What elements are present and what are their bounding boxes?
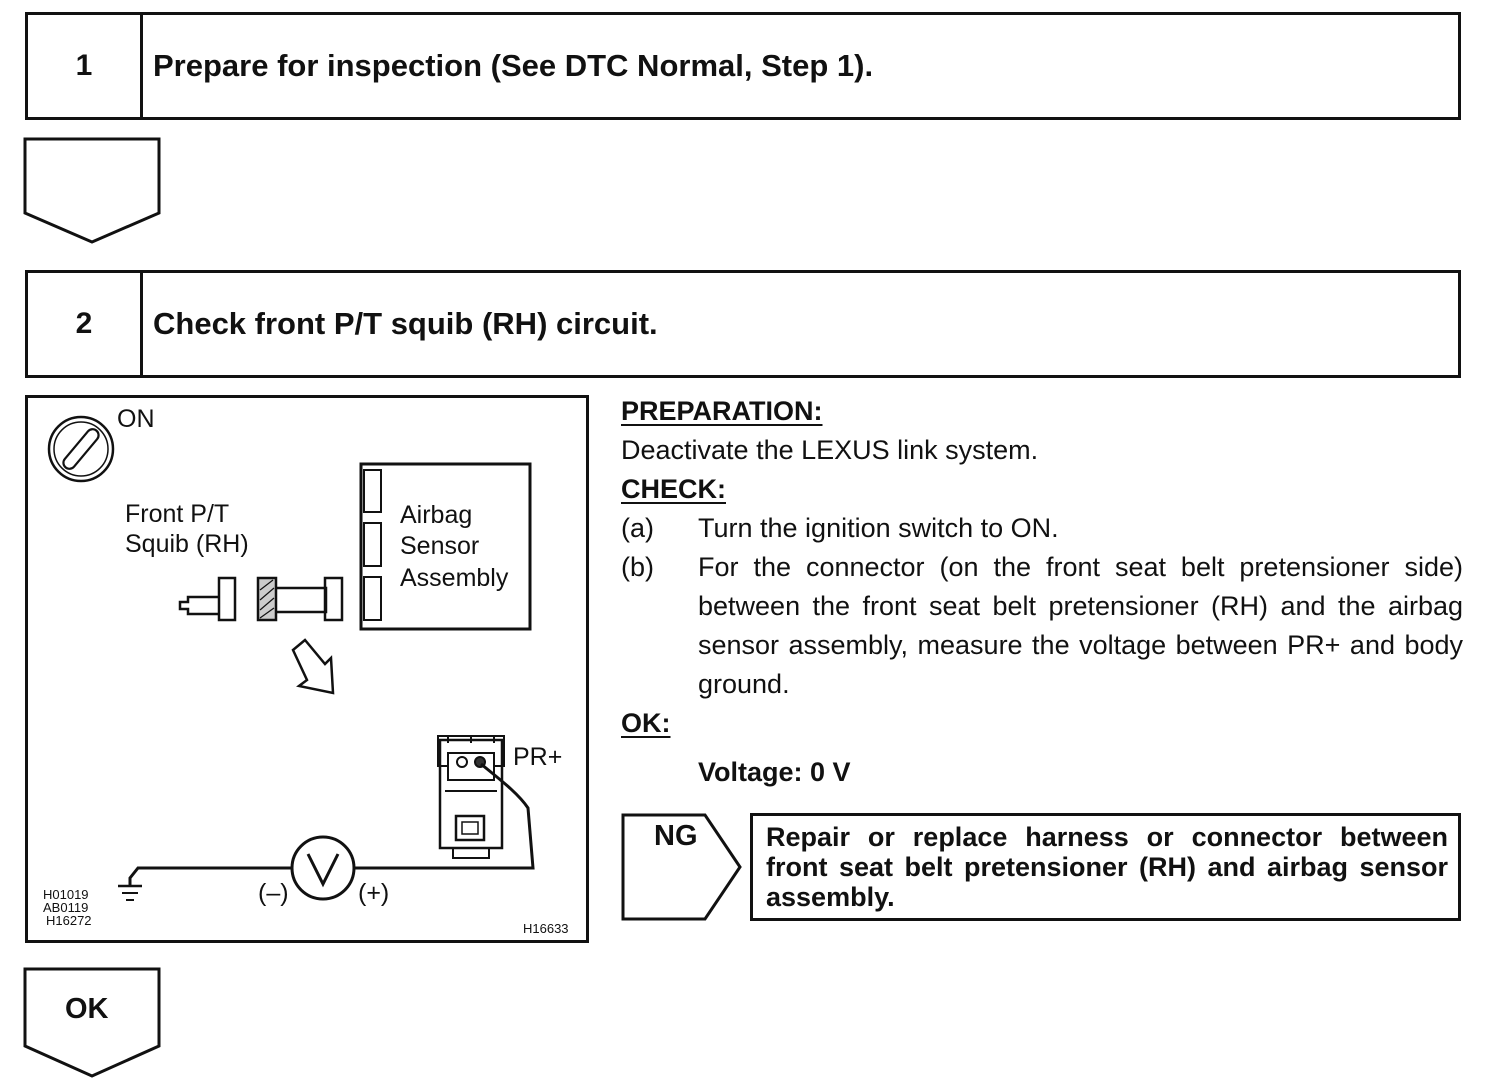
step-1-header: 1 Prepare for inspection (See DTC Normal… <box>25 12 1461 120</box>
sensor-label-line-3: Assembly <box>400 564 509 592</box>
wiring-diagram: ON Front P/T Squib (RH) Airbag Sensor As… <box>25 395 589 943</box>
check-item-letter: (b) <box>621 552 654 582</box>
sensor-label-line-1: Airbag <box>400 501 473 529</box>
sensor-label-line-2: Sensor <box>400 532 480 560</box>
ok-heading: OK: <box>621 708 671 738</box>
ok-label: OK <box>65 993 109 1025</box>
check-heading: CHECK: <box>621 474 726 504</box>
figure-code-3: H16272 <box>46 913 92 928</box>
step-2-title: Check front P/T squib (RH) circuit. <box>153 306 658 341</box>
ignition-on-label: ON <box>117 405 155 433</box>
ground-symbol-icon <box>118 884 142 901</box>
check-item-letter: (a) <box>621 513 654 543</box>
view-direction-arrow-icon <box>291 638 335 695</box>
plus-terminal-label: (+) <box>358 879 390 907</box>
ng-repair-instruction: Repair or replace harness or connector b… <box>750 813 1461 921</box>
diagram-drawing <box>47 415 535 901</box>
step-1-number: 1 <box>28 15 143 117</box>
check-item-b: (b) For the connector (on the front seat… <box>621 548 1463 704</box>
airbag-sensor-assembly-shape <box>359 462 532 631</box>
squib-label-line-2: Squib (RH) <box>125 530 249 558</box>
check-item-text: For the connector (on the front seat bel… <box>698 552 1463 699</box>
voltmeter-icon <box>290 835 356 901</box>
preparation-heading: PREPARATION: <box>621 396 823 426</box>
ignition-key-icon <box>47 415 115 483</box>
minus-terminal-label: (–) <box>258 879 289 907</box>
squib-connector-shape <box>178 576 344 622</box>
step-1-title: Prepare for inspection (See DTC Normal, … <box>153 48 874 83</box>
squib-label-line-1: Front P/T <box>125 500 230 528</box>
figure-code-1: H01019 <box>43 887 89 902</box>
terminal-pr-plus-label: PR+ <box>513 743 563 771</box>
check-item-text: Turn the ignition switch to ON. <box>698 513 1059 543</box>
ng-arrow-shape <box>621 813 742 921</box>
spec-voltage: Voltage: 0 V <box>698 757 851 787</box>
next-step-arrow <box>23 137 161 244</box>
ok-arrow-shape <box>23 967 161 1078</box>
ng-label: NG <box>654 820 698 852</box>
connector-front-view-shape <box>437 735 505 859</box>
step-2-header: 2 Check front P/T squib (RH) circuit. <box>25 270 1461 378</box>
step-2-number: 2 <box>28 273 143 375</box>
instructions: PREPARATION: Deactivate the LEXUS link s… <box>621 392 1463 792</box>
check-item-a: (a) Turn the ignition switch to ON. <box>621 509 1463 548</box>
figure-code-4: H16633 <box>523 921 569 936</box>
preparation-text: Deactivate the LEXUS link system. <box>621 435 1039 465</box>
figure-code-2: AB0119 <box>43 900 89 915</box>
